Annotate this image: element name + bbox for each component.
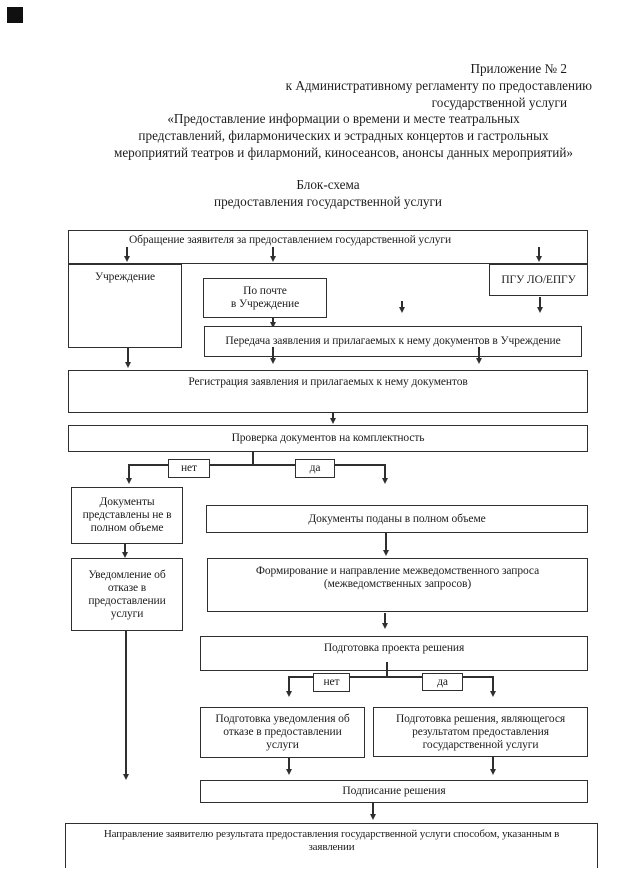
node-registration-label: Регистрация заявления и прилагаемых к не… [188,376,468,388]
flow-arrow-down-icon [124,544,126,552]
node-send-result-label: Направление заявителю результата предост… [103,828,560,853]
flow-arrow-down-icon [492,676,494,691]
flow-arrow-down-icon [125,631,127,774]
node-prepare-refusal: Подготовка уведомления об отказе в предо… [200,707,365,758]
flow-arrow-down-icon [401,301,403,307]
branch-no-text: нет [323,676,340,688]
scheme-title-line: Блок-схема [296,177,360,192]
flow-arrow-down-icon [539,297,541,307]
node-institution-label: Учреждение [94,271,156,283]
branch-label-yes: да [295,459,335,478]
node-portal: ПГУ ЛО/ЕПГУ [489,264,588,296]
node-docs-incomplete-label: Документы представлены не в полном объем… [82,496,172,534]
flow-arrow-down-icon [288,758,290,769]
branch-label-no: нет [313,673,350,692]
appendix-line: государственной услуги [431,94,567,110]
node-portal-label: ПГУ ЛО/ЕПГУ [501,273,576,286]
node-completeness-check: Проверка документов на комплектность [68,425,588,452]
node-signing-label: Подписание решения [342,785,446,797]
node-transfer-label: Передача заявления и прилагаемых к нему … [225,335,561,347]
node-draft-decision: Подготовка проекта решения [200,636,588,671]
flow-arrow-down-icon [272,347,274,358]
branch-stem-line [252,451,254,465]
node-refusal-notice-label: Уведомление об отказе в предоставлении у… [88,568,166,620]
node-request: Обращение заявителя за предоставлением г… [68,230,588,264]
branch-no-text: нет [181,462,197,474]
node-send-result: Направление заявителю результата предост… [65,823,598,868]
node-by-mail-label: По почте в Учреждение [230,285,300,310]
node-interagency-request-label: Формирование и направление межведомствен… [255,565,540,590]
appendix-line: мероприятий театров и филармоний, киносе… [113,144,574,160]
flow-arrow-down-icon [126,247,128,256]
scheme-title-line: предоставления государственной услуги [214,194,442,209]
flow-arrow-down-icon [288,676,290,691]
branch-yes-text: да [437,675,448,688]
node-docs-complete: Документы поданы в полном объеме [206,505,588,533]
flow-arrow-down-icon [478,347,480,358]
branch-horizontal-line [128,464,385,466]
node-docs-complete-label: Документы поданы в полном объеме [308,512,486,525]
node-prepare-refusal-label: Подготовка уведомления об отказе в предо… [215,713,350,751]
branch-stem-line [386,662,388,677]
appendix-line: Приложение № 2 [470,61,567,76]
branch-horizontal-line [288,676,492,678]
flow-arrow-down-icon [128,464,130,478]
node-signing: Подписание решения [200,780,588,803]
node-refusal-notice: Уведомление об отказе в предоставлении у… [71,558,183,631]
node-prepare-decision: Подготовка решения, являющегося результа… [373,707,588,757]
flow-arrow-down-icon [127,348,129,362]
flow-arrow-down-icon [384,613,386,623]
flow-arrow-down-icon [385,533,387,550]
branch-label-no: нет [168,459,210,478]
flow-arrow-down-icon [372,803,374,814]
node-completeness-check-label: Проверка документов на комплектность [231,432,425,444]
node-interagency-request: Формирование и направление межведомствен… [207,558,588,612]
node-docs-incomplete: Документы представлены не в полном объем… [71,487,183,544]
appendix-line: «Предоставление информации о времени и м… [167,111,520,127]
node-request-label: Обращение заявителя за предоставлением г… [128,234,452,246]
scan-artifact-square [7,7,23,23]
branch-label-yes: да [422,673,463,691]
node-transfer: Передача заявления и прилагаемых к нему … [204,326,582,357]
node-prepare-decision-label: Подготовка решения, являющегося результа… [395,712,566,751]
flow-arrow-down-icon [332,413,334,418]
service-name-block: «Предоставление информации о времени и м… [95,111,592,161]
flow-arrow-down-icon [272,318,274,322]
scheme-title: Блок-схема предоставления государственно… [128,176,528,210]
appendix-line: к Административному регламенту по предос… [285,77,592,93]
flow-arrow-down-icon [492,757,494,769]
flow-arrow-down-icon [384,464,386,478]
node-draft-decision-label: Подготовка проекта решения [323,642,465,654]
appendix-line: представлений, филармонических и эстрадн… [138,128,549,144]
node-by-mail: По почте в Учреждение [203,278,327,318]
flow-arrow-down-icon [272,247,274,256]
node-institution: Учреждение [68,264,182,348]
node-registration: Регистрация заявления и прилагаемых к не… [68,370,588,413]
flow-arrow-down-icon [538,247,540,256]
appendix-header: Приложение № 2 к Административному регла… [40,61,592,162]
branch-yes-text: да [309,462,321,474]
